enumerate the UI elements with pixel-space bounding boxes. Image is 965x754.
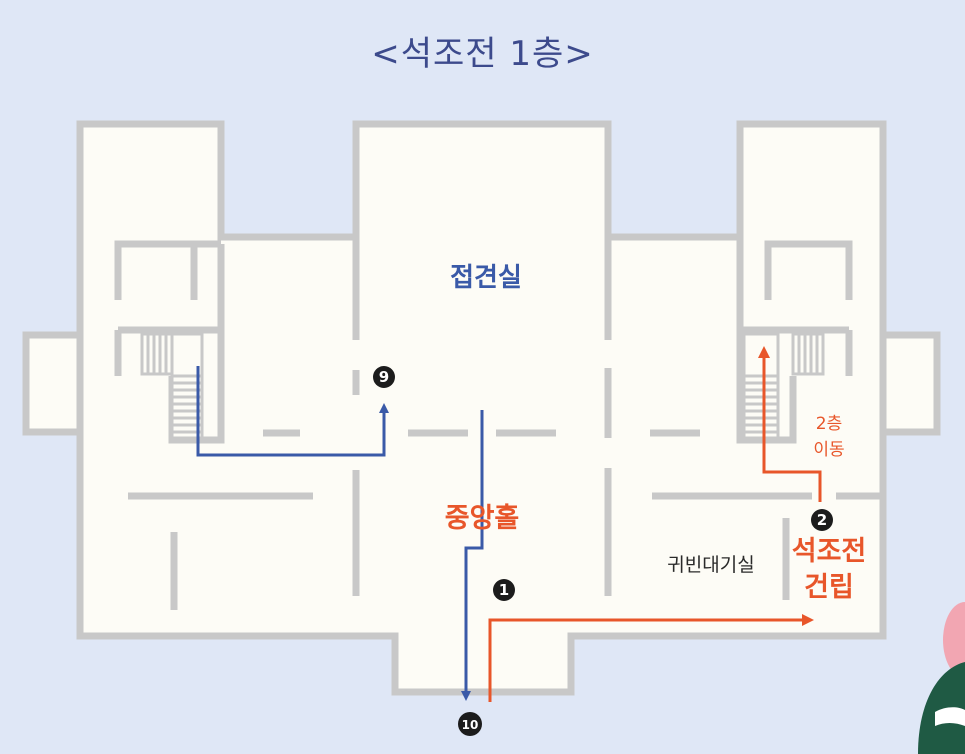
construction-label-line1: 석조전 xyxy=(792,536,867,567)
second-floor-label-line2: 이동 xyxy=(813,440,844,460)
svg-text:2: 2 xyxy=(817,511,827,529)
marker-10: 10 xyxy=(458,712,482,736)
construction-label-line2: 건립 xyxy=(804,572,854,603)
second-floor-label-line1: 2층 xyxy=(816,414,842,434)
reception-room-label: 접견실 xyxy=(450,263,522,293)
left-stairs xyxy=(140,332,204,440)
building-outline xyxy=(22,120,941,696)
central-hall-label: 중앙홀 xyxy=(445,503,520,534)
svg-text:10: 10 xyxy=(462,718,479,732)
guest-waiting-room-label: 귀빈대기실 xyxy=(667,554,754,576)
right-stair-enclosure xyxy=(736,237,853,444)
mascot-character xyxy=(918,602,965,754)
floor-title: <석조전 1층> xyxy=(371,34,594,74)
route-entrance-to-construction xyxy=(488,614,814,702)
marker-1: 1 xyxy=(493,579,515,601)
interior-walls xyxy=(128,237,883,610)
marker-2: 2 xyxy=(811,509,833,531)
marker-9: 9 xyxy=(373,366,395,388)
route-to-second-floor xyxy=(758,346,822,502)
left-stair-enclosure xyxy=(114,240,225,444)
svg-text:1: 1 xyxy=(499,581,509,599)
svg-text:9: 9 xyxy=(379,368,389,386)
route-hall-to-exit xyxy=(461,410,484,701)
route-stairs-to-reception xyxy=(196,366,389,457)
